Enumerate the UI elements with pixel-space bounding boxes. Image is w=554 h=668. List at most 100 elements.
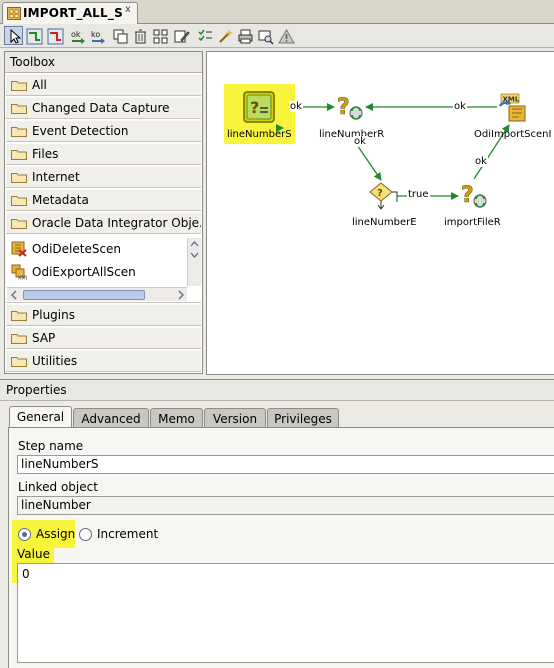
link-ok-file-to-import[interactable]: [473, 124, 510, 180]
toolbox-title: Toolbox: [5, 52, 202, 73]
validate-button[interactable]: [195, 26, 214, 45]
delete-button[interactable]: [130, 26, 149, 45]
editor-tab-import-all-s[interactable]: IMPORT_ALL_S x: [2, 2, 138, 24]
link-label-ok: ok: [289, 101, 303, 112]
category-label: Changed Data Capture: [32, 101, 170, 115]
properties-tab-bar: General Advanced Memo Version Privileges: [0, 402, 554, 430]
tab-advanced[interactable]: Advanced: [73, 408, 149, 429]
tool-item-odideletescen[interactable]: OdiDeleteScen: [6, 238, 186, 260]
set-variable-step-icon[interactable]: ?: [243, 91, 275, 123]
svg-text:?: ?: [250, 98, 259, 117]
toolbox-category-internet[interactable]: Internet: [6, 166, 201, 188]
tool-label: OdiExportAllScen: [32, 265, 136, 279]
tool-list: OdiDeleteScen XML OdiExportAllScen: [6, 238, 201, 303]
warning-button[interactable]: [276, 26, 295, 45]
tab-memo[interactable]: Memo: [150, 408, 203, 429]
toolbox-category-sap[interactable]: SAP: [6, 327, 201, 349]
tool-list-horizontal-scrollbar[interactable]: [7, 287, 187, 301]
tab-privileges[interactable]: Privileges: [267, 408, 339, 429]
increment-label[interactable]: Increment: [97, 527, 159, 541]
step-name-label: Step name: [18, 439, 84, 453]
value-label: Value: [17, 547, 50, 561]
value-textarea[interactable]: 0: [17, 563, 554, 663]
grid-icon: [153, 29, 168, 44]
folder-icon: [11, 219, 27, 229]
evaluate-variable-step-icon[interactable]: ?: [369, 182, 399, 210]
duplicate-button[interactable]: [110, 26, 129, 45]
toolbox-category-plugins[interactable]: Plugins: [6, 304, 201, 326]
scroll-left-icon[interactable]: [10, 290, 19, 300]
node-label-odiimportsceni[interactable]: OdiImportScenI: [474, 129, 552, 140]
assign-radio[interactable]: [18, 528, 31, 541]
editor-tab-title: IMPORT_ALL_S: [23, 6, 123, 20]
close-icon[interactable]: x: [125, 4, 131, 15]
toolbox-category-cdc[interactable]: Changed Data Capture: [6, 97, 201, 119]
ko-link-button[interactable]: ko: [88, 26, 107, 45]
checklist-icon: [198, 29, 212, 42]
svg-text:?: ?: [461, 183, 474, 208]
ko-link-icon: ko: [91, 30, 105, 44]
delete-scenario-icon: [11, 241, 27, 257]
print-preview-icon: [258, 30, 274, 45]
properties-title: Properties: [0, 379, 554, 401]
trash-icon: [135, 29, 146, 44]
ok-link-icon: ok: [71, 30, 85, 44]
edit-button[interactable]: [171, 26, 190, 45]
select-tool-button[interactable]: [4, 26, 23, 45]
svg-text:XML: XML: [503, 96, 520, 104]
scrollbar-thumb[interactable]: [23, 290, 145, 300]
red-link-icon: [47, 28, 64, 45]
scroll-up-icon[interactable]: [189, 239, 200, 249]
auto-layout-button[interactable]: [215, 26, 234, 45]
toolbox-category-files[interactable]: Files: [6, 143, 201, 165]
step-name-input[interactable]: lineNumberS: [17, 455, 554, 474]
next-step-ok-button[interactable]: [24, 26, 43, 45]
category-label: Event Detection: [32, 124, 129, 138]
folder-icon: [11, 196, 27, 206]
tab-general[interactable]: General: [9, 406, 72, 430]
folder-icon: [11, 127, 27, 137]
scroll-down-icon[interactable]: [189, 250, 200, 260]
node-label-linenumbers[interactable]: lineNumberS: [227, 129, 292, 140]
tab-version[interactable]: Version: [204, 408, 266, 429]
toolbox-category-metadata[interactable]: Metadata: [6, 189, 201, 211]
category-label: Files: [32, 147, 59, 161]
category-label: SAP: [32, 331, 56, 345]
printer-icon: [238, 29, 253, 44]
package-icon: [7, 7, 21, 20]
grid-button[interactable]: [150, 26, 169, 45]
refresh-variable-step-icon[interactable]: ?: [335, 92, 365, 122]
package-diagram-canvas[interactable]: ? lineNumberS ? lineNumberR XML OdiImpor…: [206, 51, 554, 375]
toolbox-category-odi-objects[interactable]: Oracle Data Integrator Obje...: [6, 212, 201, 234]
editor-tab-strip: IMPORT_ALL_S x: [0, 0, 554, 24]
toolbox-category-all[interactable]: All: [6, 74, 201, 96]
toolbox-category-event-detection[interactable]: Event Detection: [6, 120, 201, 142]
node-label-linenumberr[interactable]: lineNumberR: [319, 129, 385, 140]
category-label: All: [32, 78, 47, 92]
increment-radio[interactable]: [79, 528, 92, 541]
refresh-variable-step-icon[interactable]: ?: [459, 180, 489, 210]
category-label: Oracle Data Integrator Obje...: [32, 216, 201, 230]
import-scenario-step-icon[interactable]: XML: [497, 92, 527, 124]
svg-text:ko: ko: [91, 30, 100, 39]
tool-list-vertical-scrollbar[interactable]: [187, 238, 201, 286]
print-button[interactable]: [235, 26, 254, 45]
category-label: Utilities: [32, 354, 78, 368]
tool-item-odiexportallscen[interactable]: XML OdiExportAllScen: [6, 261, 186, 283]
folder-icon: [11, 357, 27, 367]
export-scenario-icon: XML: [11, 264, 27, 280]
link-ok-r-to-e[interactable]: [354, 141, 382, 181]
print-preview-button[interactable]: [255, 26, 274, 45]
next-step-ko-button[interactable]: [45, 26, 64, 45]
link-label-ok: ok: [353, 136, 367, 147]
toolbox-category-utilities[interactable]: Utilities: [6, 350, 201, 372]
assign-label[interactable]: Assign: [36, 527, 76, 541]
scroll-right-icon[interactable]: [176, 290, 185, 300]
node-label-linenumbere[interactable]: lineNumberE: [352, 217, 417, 228]
category-label: Metadata: [32, 193, 89, 207]
node-label-importfiler[interactable]: importFileR: [444, 217, 501, 228]
folder-icon: [11, 311, 27, 321]
tool-label: OdiDeleteScen: [32, 242, 122, 256]
ok-link-button[interactable]: ok: [68, 26, 87, 45]
green-link-icon: [26, 28, 43, 45]
